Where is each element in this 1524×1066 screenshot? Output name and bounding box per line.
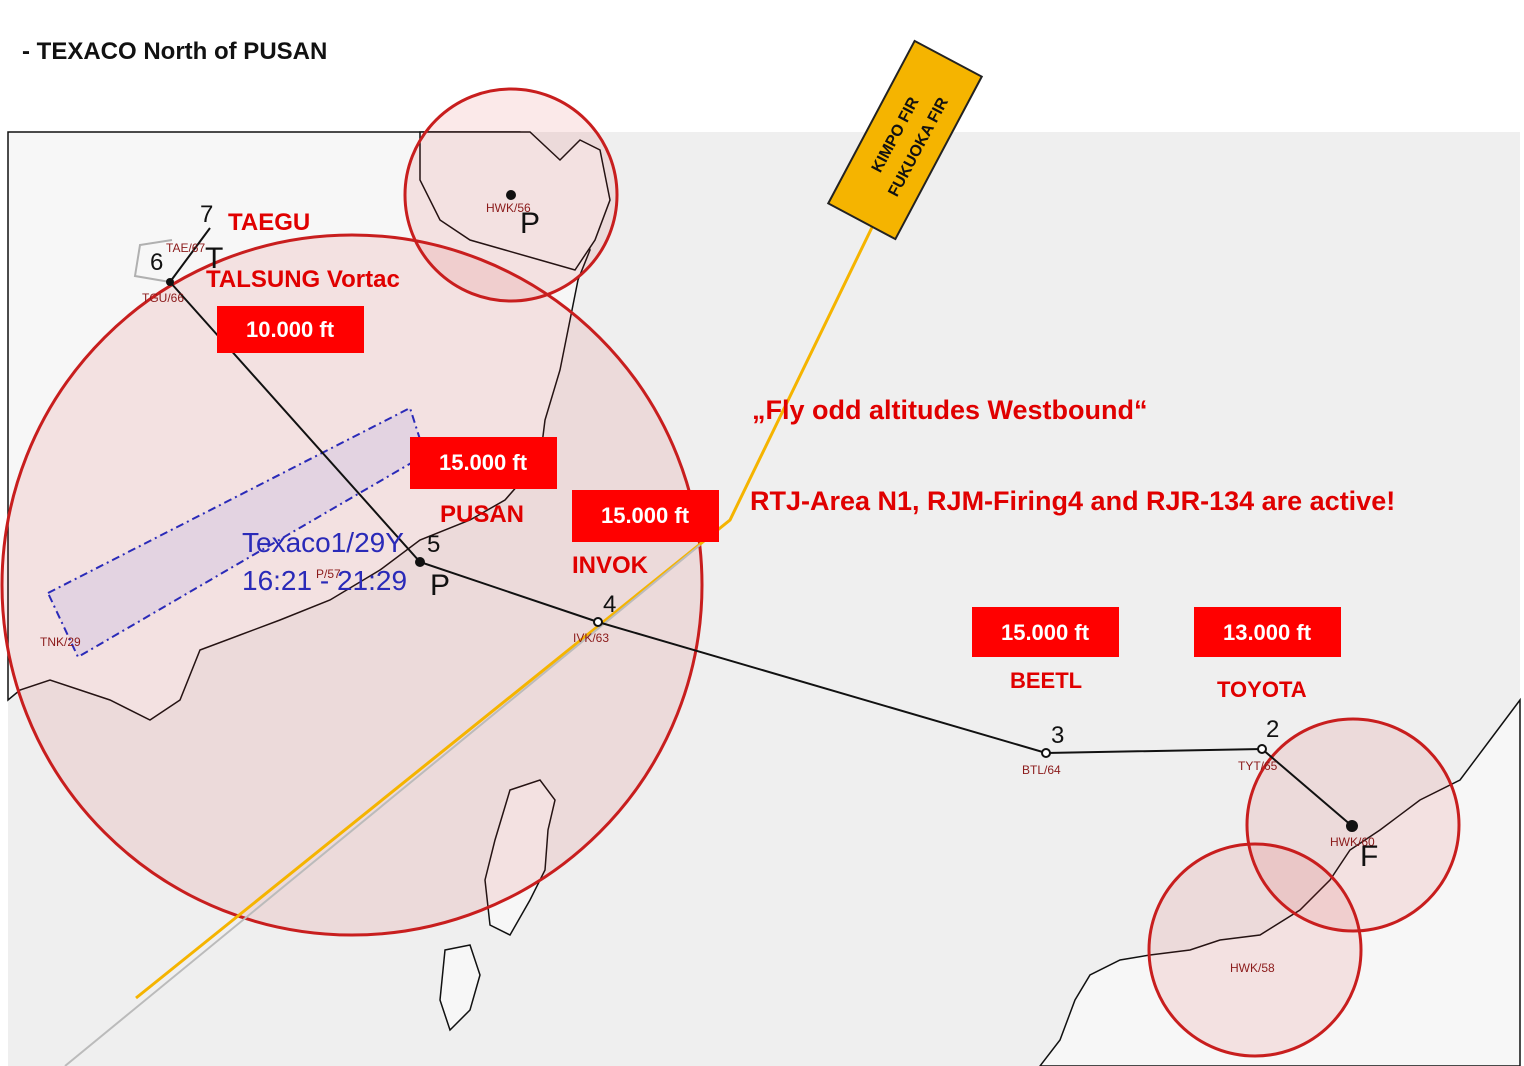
place-label-taegu: TAEGU (228, 209, 310, 236)
waypoint-code: BTL/64 (1022, 763, 1061, 777)
waypoint-code: P/57 (316, 567, 341, 581)
altitude-badge: 15.000 ft (410, 437, 557, 489)
waypoint-number: 3 (1051, 722, 1064, 749)
waypoint-code: TNK/29 (40, 635, 81, 649)
waypoint-number: 4 (603, 591, 616, 618)
page-title: - TEXACO North of PUSAN (22, 38, 328, 65)
waypoint-dot[interactable] (166, 278, 174, 286)
waypoint-number: 6 (150, 249, 163, 276)
place-label-talsung: TALSUNG Vortac (206, 266, 400, 293)
waypoint-dot[interactable] (415, 557, 425, 567)
waypoint-code: TAE/67 (166, 241, 205, 255)
waypoint-dot[interactable] (593, 617, 603, 627)
airfield-letter: F (1360, 840, 1378, 873)
pusan-range-circle (0, 233, 704, 937)
airfield-letter: P (520, 207, 540, 240)
waypoint-code: IVK/63 (573, 631, 609, 645)
waypoint-number: 5 (427, 531, 440, 558)
airfield-letter: P (430, 569, 450, 602)
texaco-tanker-time: 16:21 - 21:29 (242, 565, 407, 596)
waypoint-dot[interactable] (1257, 744, 1267, 754)
altitude-badge: 10.000 ft (217, 306, 364, 353)
texaco-tanker-name: Texaco1/29Y (242, 527, 404, 558)
fir-sign: KIMPO FIR FUKUOKA FIR (826, 39, 984, 241)
waypoint-dot[interactable] (506, 190, 516, 200)
place-label-beetl: BEETL (1010, 668, 1082, 693)
airfield-letter: T (205, 242, 223, 275)
altitude-badge: 15.000 ft (572, 490, 719, 542)
waypoint-number: 2 (1266, 716, 1279, 743)
place-label-toyota: TOYOTA (1217, 677, 1307, 702)
north-landmass (419, 131, 611, 271)
waypoint-code: HWK/58 (1230, 961, 1275, 975)
tsushima-island (484, 779, 556, 936)
hwk58-range-circle (1147, 842, 1363, 1058)
note-odd-altitudes: „Fly odd altitudes Westbound“ (752, 395, 1148, 425)
waypoint-code: HWK/60 (1330, 835, 1375, 849)
altitude-badge: 13.000 ft (1194, 607, 1341, 657)
altitude-label: 15.000 ft (1001, 620, 1090, 645)
gray-track-line (64, 544, 701, 1066)
japan-landmass (1039, 697, 1521, 1066)
waypoint-code: HWK/56 (486, 201, 531, 215)
note-active-areas: RTJ-Area N1, RJM-Firing4 and RJR-134 are… (750, 486, 1395, 516)
iki-island (439, 944, 481, 1032)
altitude-label: 10.000 ft (246, 317, 335, 342)
fir-boundary-line (135, 214, 880, 1000)
taegu-helper-route (133, 239, 173, 283)
altitude-label: 15.000 ft (439, 450, 528, 475)
waypoint-number: 7 (200, 201, 213, 228)
waypoint-dot[interactable] (1346, 820, 1358, 832)
waypoint-dot[interactable] (1041, 748, 1051, 758)
place-label-pusan: PUSAN (440, 501, 524, 528)
altitude-badge: 15.000 ft (972, 607, 1119, 657)
place-label-invok: INVOK (572, 552, 649, 579)
altitude-label: 13.000 ft (1223, 620, 1312, 645)
waypoint-code: TGU/66 (142, 291, 184, 305)
waypoint-code: TYT/65 (1238, 759, 1278, 773)
altitude-label: 15.000 ft (601, 503, 690, 528)
